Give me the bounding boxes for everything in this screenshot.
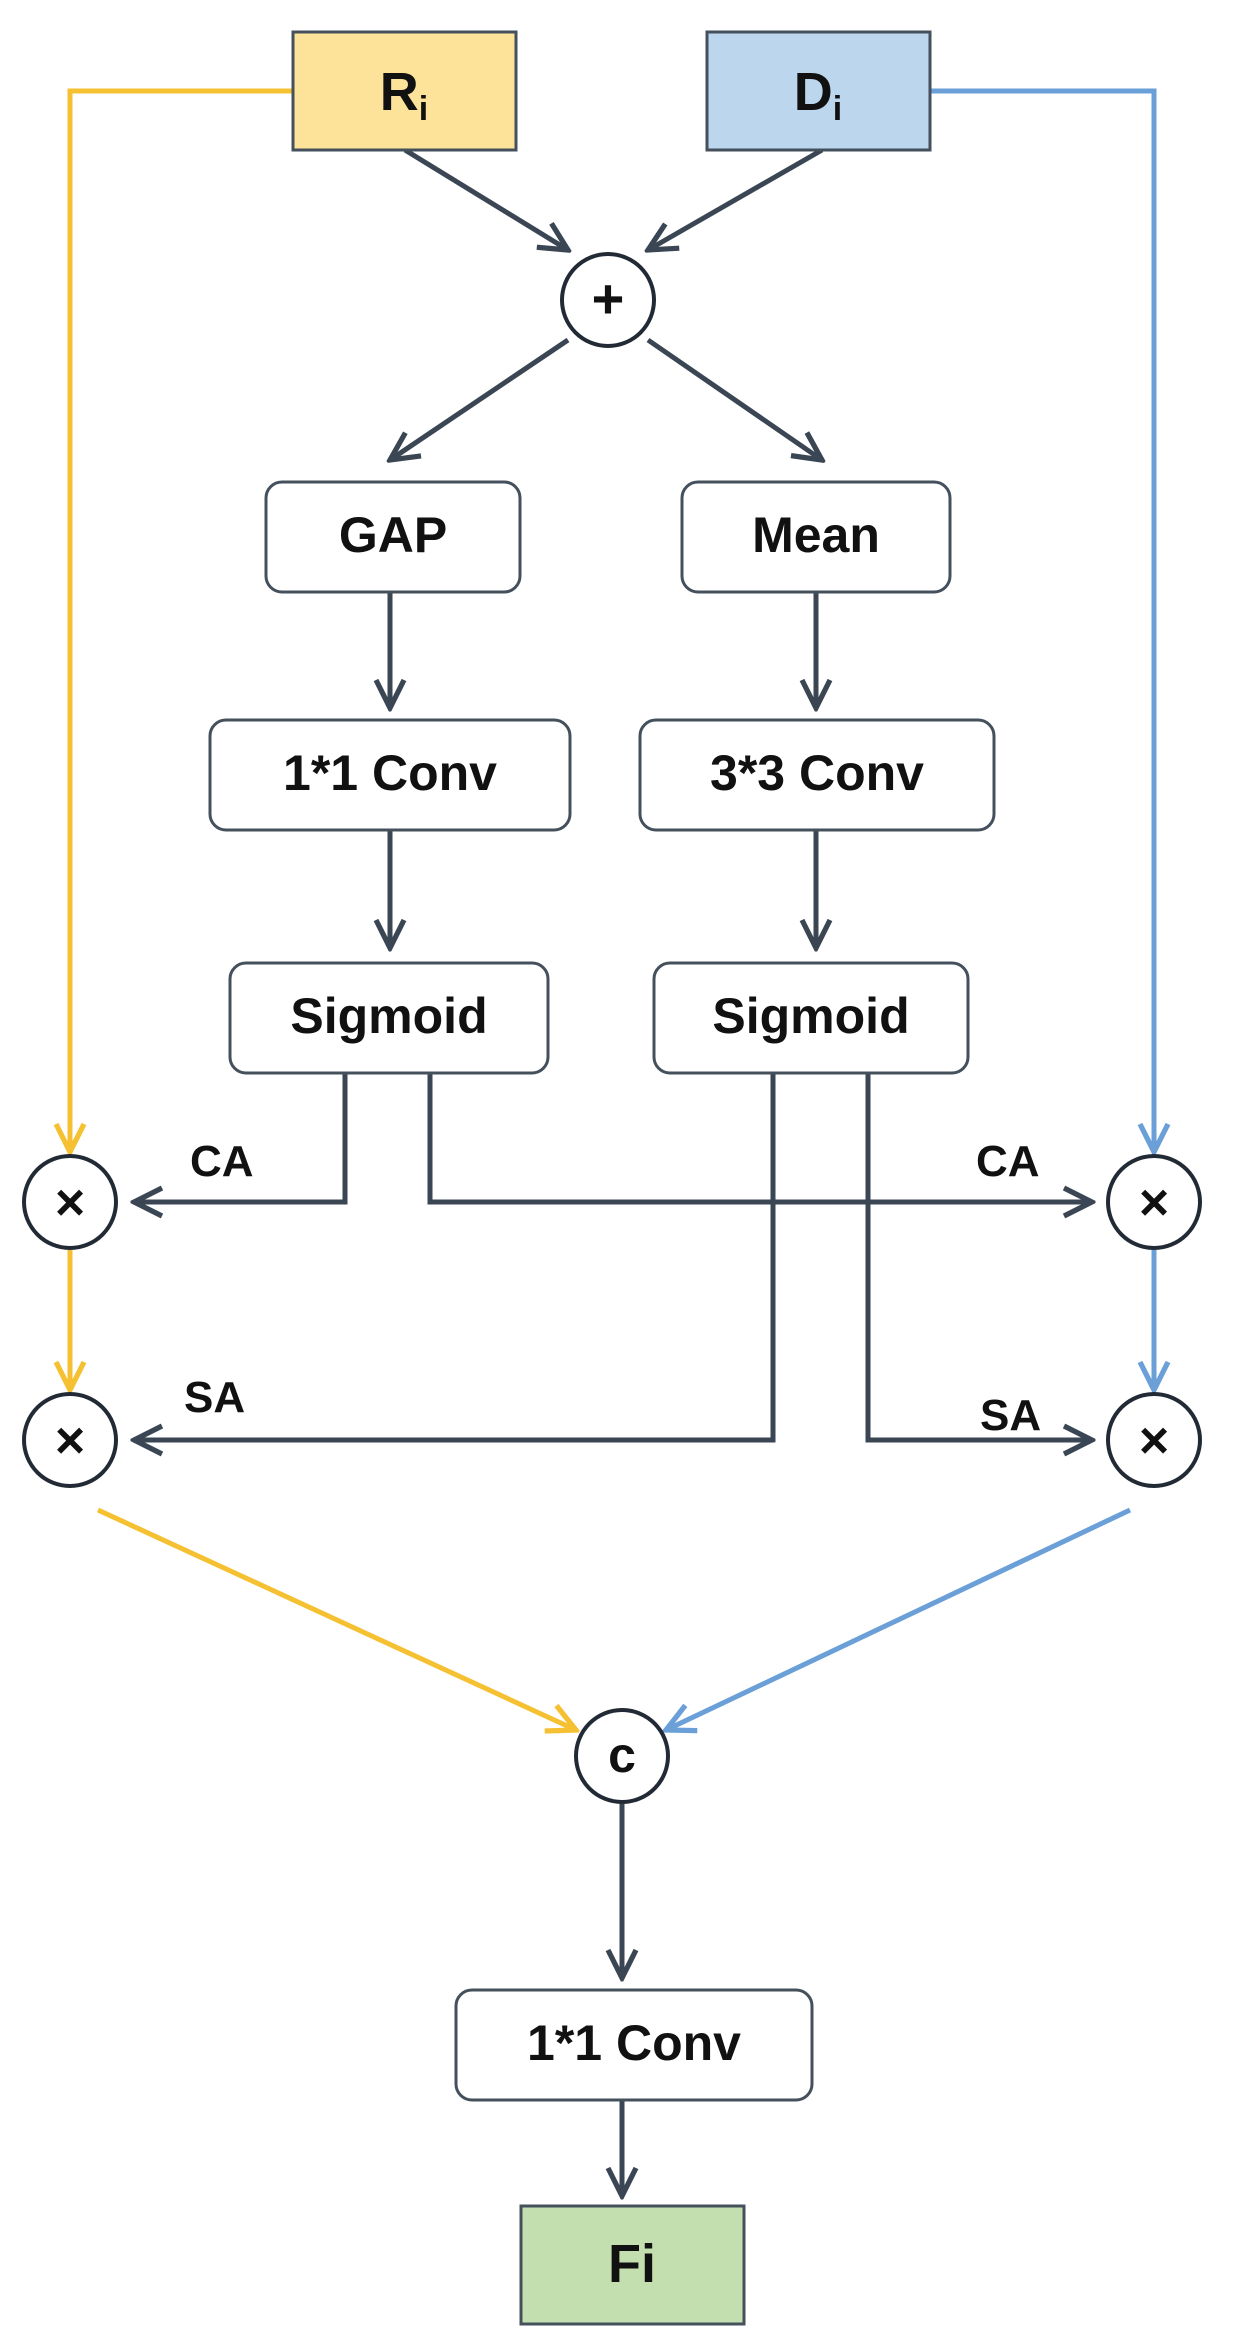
sigmoid-right-node: Sigmoid [652, 961, 970, 1075]
add-operator: + [560, 252, 656, 348]
concat-icon: c [608, 1727, 636, 1783]
edge-add-to-gap [390, 337, 570, 460]
ca-multiply-right-circle [1106, 1154, 1202, 1250]
gap-box [264, 480, 522, 594]
edge-sa-multiply-left-to-concat [96, 1507, 576, 1730]
edge-sigmoid-left-to-ca-multiply-right [427, 1073, 1092, 1202]
input-di: Di [705, 30, 932, 152]
conv3x3-box [638, 718, 996, 832]
conv3x3-node: 3*3 Conv [638, 718, 996, 832]
ca-left-label: CA [190, 1137, 254, 1186]
depth-branch-edges [666, 88, 1154, 1730]
conv1x1-left-node: 1*1 Conv [208, 718, 572, 832]
edge-sigmoid-right-to-sa-multiply-right [865, 1073, 1092, 1440]
output-fi: Fi [519, 2204, 746, 2326]
sigmoid-left-label: Sigmoid [290, 988, 487, 1044]
mean-box [680, 480, 952, 594]
input-ri-box [291, 30, 518, 152]
sigmoid-left-box [228, 961, 550, 1075]
sigmoid-left-node: Sigmoid [228, 961, 550, 1075]
fusion-conv-box [454, 1988, 814, 2102]
sa-multiply-right: × [1106, 1392, 1202, 1488]
input-ri-label: Ri [380, 62, 428, 128]
add-circle [560, 252, 656, 348]
rgb-branch-edges [70, 88, 576, 1730]
ca-multiply-left-circle [22, 1154, 118, 1250]
input-di-box [705, 30, 932, 152]
sigmoid-right-label: Sigmoid [712, 988, 909, 1044]
edge-ri-to-add [403, 147, 568, 250]
sa-left-label: SA [184, 1373, 245, 1422]
sa-multiply-right-circle [1106, 1392, 1202, 1488]
sa-multiply-left-circle [22, 1392, 118, 1488]
gap-label: GAP [339, 507, 447, 563]
output-fi-box [519, 2204, 746, 2326]
fusion-conv-node: 1*1 Conv [454, 1988, 814, 2102]
input-di-label: Di [794, 62, 842, 128]
edge-sa-multiply-right-to-concat [666, 1507, 1132, 1730]
concat-operator: c [574, 1708, 670, 1804]
sigmoid-right-box [652, 961, 970, 1075]
edge-di-to-ca-multiply-right [930, 88, 1154, 1152]
edge-add-to-mean [646, 337, 822, 460]
conv1x1-left-box [208, 718, 572, 832]
fusion-conv-label: 1*1 Conv [527, 2015, 741, 2071]
edge-sigmoid-left-to-ca-multiply-left [134, 1073, 348, 1202]
add-icon: + [592, 267, 625, 330]
ca-multiply-left: × [22, 1154, 118, 1250]
ca-right-label: CA [976, 1137, 1040, 1186]
output-fi-label: Fi [608, 2234, 656, 2294]
main-flow-edges [134, 147, 1092, 2196]
sa-multiply-left: × [22, 1392, 118, 1488]
mean-label: Mean [752, 507, 880, 563]
concat-circle [574, 1708, 670, 1804]
input-ri: Ri [291, 30, 518, 152]
mean-node: Mean [680, 480, 952, 594]
edge-sigmoid-right-to-sa-multiply-left [134, 1073, 776, 1440]
multiply-icon: × [55, 1412, 85, 1470]
ca-multiply-right: × [1106, 1154, 1202, 1250]
edge-di-to-add [648, 147, 824, 250]
conv3x3-label: 3*3 Conv [710, 745, 924, 801]
multiply-icon: × [55, 1174, 85, 1232]
multiply-icon: × [1139, 1412, 1169, 1470]
edge-ri-to-ca-multiply-left [70, 88, 293, 1152]
sa-right-label: SA [980, 1391, 1041, 1440]
gap-node: GAP [264, 480, 522, 594]
conv1x1-left-label: 1*1 Conv [283, 745, 497, 801]
multiply-icon: × [1139, 1174, 1169, 1232]
